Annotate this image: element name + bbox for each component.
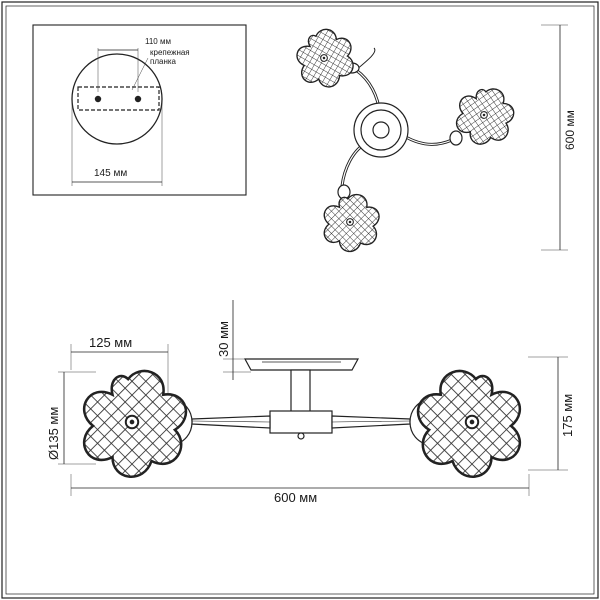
bracket-label-line1: крепежная xyxy=(150,48,190,57)
side-stem xyxy=(290,369,311,413)
overall-width-label: 600 мм xyxy=(274,490,317,505)
shade-flower-lower xyxy=(323,193,380,253)
shade-flower-upper xyxy=(291,23,361,94)
socket-right xyxy=(449,130,463,146)
shade-width-label: 125 мм xyxy=(89,335,132,350)
side-shade-left xyxy=(82,369,188,478)
shade-diameter-label: Ø135 мм xyxy=(46,407,61,460)
side-shade-right xyxy=(416,369,522,478)
canopy-height-label: 30 мм xyxy=(216,321,231,357)
side-hub xyxy=(269,410,333,434)
side-view: 125 мм 30 мм Ø135 мм 175 мм 600 мм xyxy=(46,300,575,505)
page-border-inner xyxy=(5,5,595,595)
plate-diameter-label: 145 мм xyxy=(94,168,127,179)
bracket-leader xyxy=(131,57,149,91)
bracket-hole-right xyxy=(134,95,142,103)
top-view: 600 мм xyxy=(291,23,577,253)
top-canopy-center xyxy=(372,121,390,139)
top-view-length-label: 600 мм xyxy=(563,110,577,150)
bracket-label-line2: планка xyxy=(150,57,177,66)
mounting-bracket xyxy=(77,86,160,111)
bracket-hole-left xyxy=(94,95,102,103)
hole-spacing-label: 110 мм xyxy=(145,37,171,46)
side-hub-knob xyxy=(297,432,305,440)
ceiling-plate-circle xyxy=(71,53,163,145)
side-canopy xyxy=(243,358,360,371)
mounting-plate-inset: 110 мм крепежная планка 145 мм xyxy=(32,24,247,196)
overall-height-label: 175 мм xyxy=(560,394,575,437)
shade-flower-right xyxy=(452,82,519,150)
